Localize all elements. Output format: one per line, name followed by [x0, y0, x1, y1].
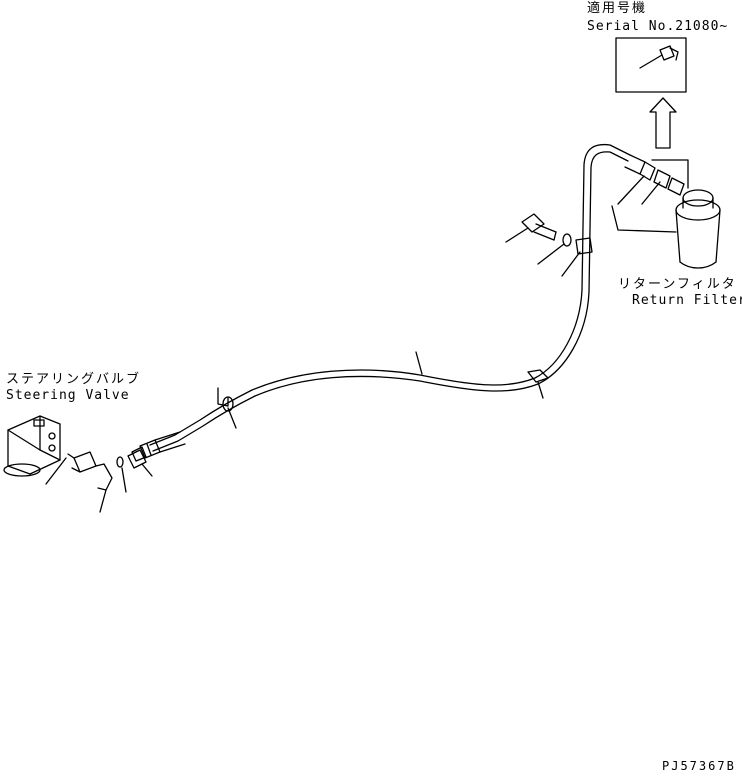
serial-label-en: Serial No.21080~: [587, 19, 729, 34]
clamp-middle: [527, 369, 549, 383]
steering-valve: [3, 415, 61, 477]
inset-fitting: [639, 45, 679, 69]
clamp-upper: [575, 237, 593, 255]
serial-label-ja: 適用号機: [587, 1, 648, 16]
clamp-left: [217, 387, 234, 412]
return-filter-label-en: Return Filter: [632, 293, 742, 308]
bolt-upper: [521, 213, 557, 241]
leader-lines: [45, 175, 661, 513]
drawing-code: PJ57367B: [662, 759, 736, 773]
filter-bracket-outline: [611, 159, 689, 233]
return-filter-label-ja: リターンフィルタ: [618, 277, 737, 292]
steering-valve-label-en: Steering Valve: [6, 388, 130, 403]
hose-end-fitting-lower: [131, 431, 186, 462]
serial-inset-box: [615, 37, 687, 93]
return-hose: [149, 143, 631, 452]
adapter-fitting: [127, 449, 147, 469]
hose-end-fitting-upper: [624, 154, 685, 196]
return-filter: [675, 189, 721, 269]
steering-valve-label-ja: ステアリングバルブ: [6, 372, 142, 387]
up-arrow-icon: [649, 97, 677, 149]
elbow-fitting: [67, 451, 113, 491]
washer-upper: [562, 233, 572, 247]
o-ring: [116, 456, 124, 468]
